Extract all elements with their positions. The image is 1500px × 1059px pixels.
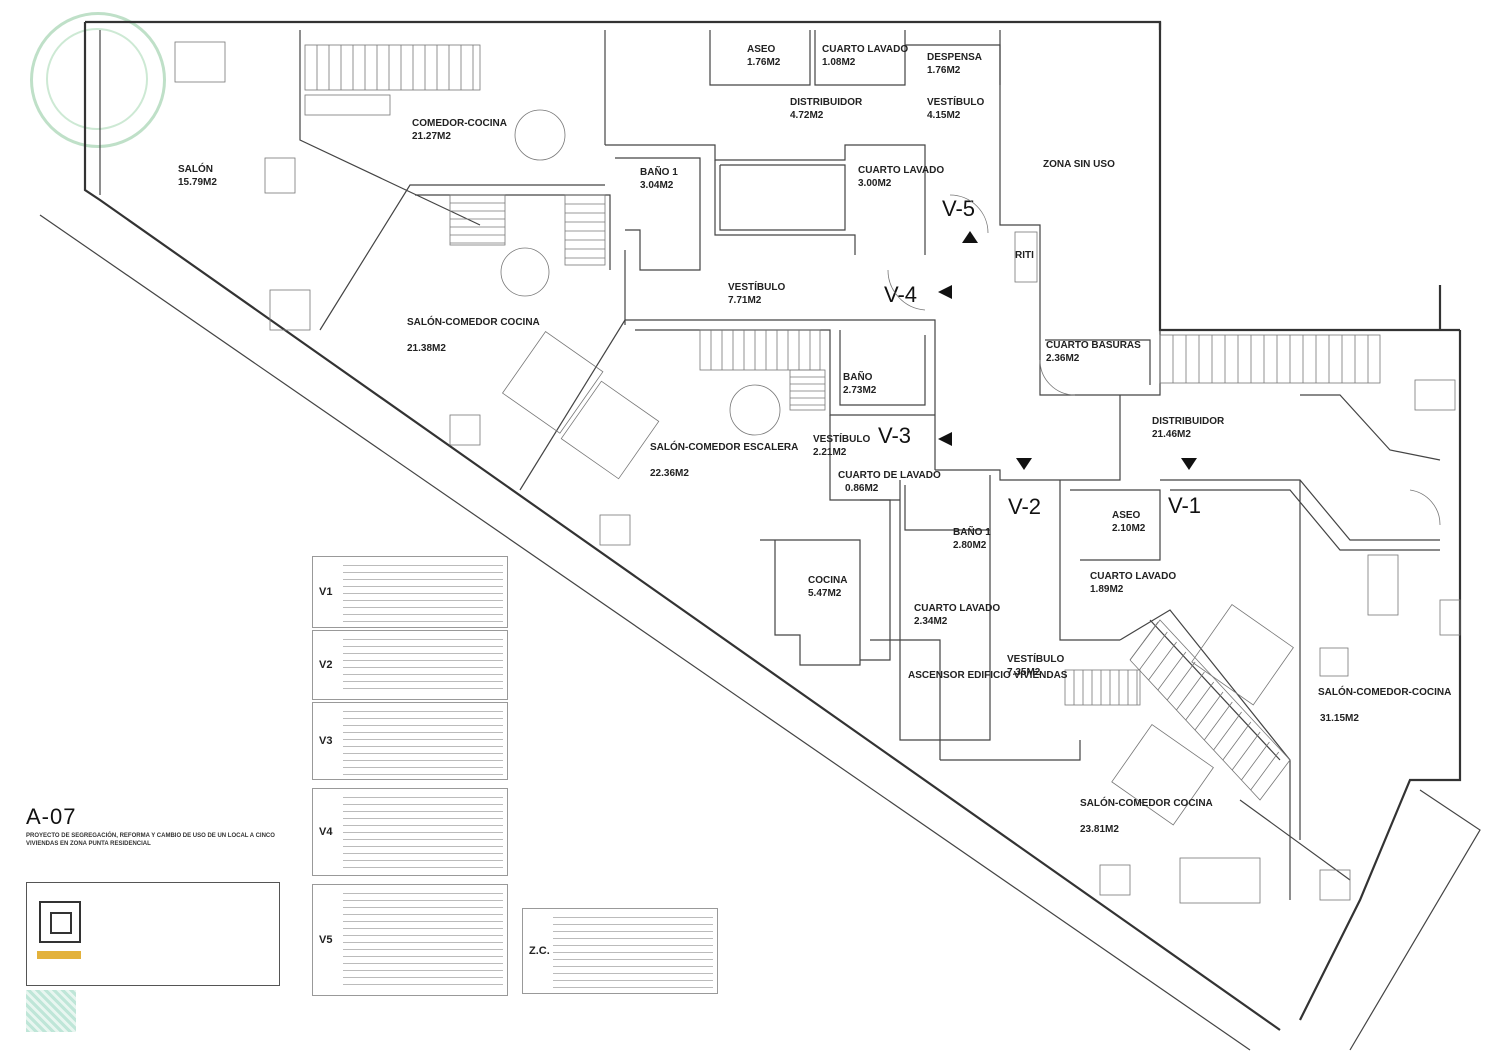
qr-code [26, 990, 76, 1032]
tag-v2: V-2 [1008, 494, 1041, 519]
tag-v4: V-4 [884, 282, 917, 307]
area-cuarto-lavado-mid: 3.00M2 [858, 178, 892, 189]
area-table-v3: V3 [312, 702, 508, 780]
label-vestibulo-small: VESTÍBULO [813, 432, 870, 445]
area-table-v1: V1 [312, 556, 508, 628]
area-salon-comedor-escalera: 22.36M2 [650, 468, 689, 479]
architect-logo [39, 901, 81, 943]
area-vestibulo-mid: 7.71M2 [728, 295, 762, 306]
area-salon-comedor-cocina-bottom: 23.81M2 [1080, 824, 1119, 835]
area-table-code: V4 [319, 826, 333, 838]
room-labels: SALÓN 15.79M2 COMEDOR-COCINA 21.27M2 ASE… [178, 44, 1451, 835]
area-vestibulo-top: 4.15M2 [927, 110, 961, 121]
area-aseo-top: 1.76M2 [747, 57, 781, 68]
label-vestibulo-top: VESTÍBULO [927, 95, 984, 108]
label-cuarto-basuras: CUARTO BASURAS [1046, 340, 1141, 351]
area-cuarto-lavado-top: 1.08M2 [822, 57, 856, 68]
label-cuarto-lavado-low: CUARTO LAVADO [914, 603, 1000, 614]
label-bano-mid: BAÑO [843, 370, 873, 383]
area-comedor-cocina: 21.27M2 [412, 131, 451, 142]
logo-accent [37, 951, 81, 959]
label-distribuidor-right: DISTRIBUIDOR [1152, 416, 1225, 427]
area-distribuidor-top: 4.72M2 [790, 110, 824, 121]
label-cuarto-lavado-mid: CUARTO LAVADO [858, 165, 944, 176]
label-aseo-low: ASEO [1112, 510, 1141, 521]
interior-walls [299, 30, 1441, 900]
label-aseo-top: ASEO [747, 44, 776, 55]
area-vestibulo-small: 2.21M2 [813, 447, 847, 458]
area-bano1-top: 3.04M2 [640, 180, 674, 191]
label-bano1-top: BAÑO 1 [640, 165, 678, 178]
area-table-v5: V5 [312, 884, 508, 996]
area-vestibulo-low: 7.35M2 [1007, 667, 1041, 678]
area-table-code: V1 [319, 586, 333, 598]
label-cuarto-lavado-top: CUARTO LAVADO [822, 44, 908, 55]
label-cuarto-de-lavado: CUARTO DE LAVADO [838, 470, 941, 481]
stair-treads [316, 45, 1369, 791]
area-table-v2: V2 [312, 630, 508, 700]
area-salon-comedor-cocina-right: 31.15M2 [1320, 713, 1359, 724]
approval-stamp [30, 12, 166, 148]
title-box [26, 882, 280, 986]
label-despensa: DESPENSA [927, 52, 982, 63]
area-bano-mid: 2.73M2 [843, 385, 877, 396]
area-cuarto-lavado-right: 1.89M2 [1090, 584, 1124, 595]
label-distribuidor-top: DISTRIBUIDOR [790, 97, 863, 108]
area-cuarto-lavado-low: 2.34M2 [914, 616, 948, 627]
approval-stamp-inner [46, 28, 148, 130]
marker-v4-icon [938, 285, 952, 299]
area-salon: 15.79M2 [178, 177, 217, 188]
tag-v3: V-3 [878, 423, 911, 448]
area-cocina: 5.47M2 [808, 588, 842, 599]
area-table-zc: Z.C. [522, 908, 718, 994]
label-cuarto-lavado-right: CUARTO LAVADO [1090, 571, 1176, 582]
area-table-code: Z.C. [529, 945, 550, 957]
label-bano1-low: BAÑO 1 [953, 525, 991, 538]
label-salon: SALÓN [178, 162, 213, 175]
sheet-code: A-07 [26, 804, 77, 829]
label-salon-comedor-escalera: SALÓN-COMEDOR ESCALERA [650, 440, 798, 453]
label-comedor-cocina: COMEDOR-COCINA [412, 118, 507, 129]
label-ascensor: ASCENSOR EDIFICIO VIVIENDAS [908, 670, 1068, 681]
area-table-code: V3 [319, 735, 333, 747]
sheet-title-block: A-07 PROYECTO DE SEGREGACIÓN, REFORMA Y … [26, 804, 286, 848]
tag-v5: V-5 [942, 196, 975, 221]
marker-v3-icon [938, 432, 952, 446]
area-table-v4: V4 [312, 788, 508, 876]
doors [887, 194, 1441, 526]
area-salon-comedor-cocina-left: 21.38M2 [407, 343, 446, 354]
marker-v5-icon [962, 231, 978, 243]
label-salon-comedor-cocina-bottom: SALÓN-COMEDOR COCINA [1080, 796, 1213, 809]
area-aseo-low: 2.10M2 [1112, 523, 1146, 534]
area-cuarto-basuras: 2.36M2 [1046, 353, 1080, 364]
furniture [174, 41, 1461, 904]
label-salon-comedor-cocina-right: SALÓN-COMEDOR-COCINA [1318, 685, 1451, 698]
label-salon-comedor-cocina-left: SALÓN-COMEDOR COCINA [407, 315, 540, 328]
marker-v1-icon [1181, 458, 1197, 470]
dwelling-tags: V-5 V-4 V-3 V-2 V-1 [878, 196, 1201, 519]
label-zona-sin-uso: ZONA SIN USO [1043, 159, 1115, 170]
label-cocina: COCINA [808, 575, 847, 586]
area-despensa: 1.76M2 [927, 65, 961, 76]
label-vestibulo-low: VESTÍBULO [1007, 652, 1064, 665]
marker-v2-icon [1016, 458, 1032, 470]
area-distribuidor-right: 21.46M2 [1152, 429, 1191, 440]
area-bano1-low: 2.80M2 [953, 540, 987, 551]
label-vestibulo-mid: VESTÍBULO [728, 280, 785, 293]
sheet-description: PROYECTO DE SEGREGACIÓN, REFORMA Y CAMBI… [26, 833, 275, 847]
area-cuarto-de-lavado: 0.86M2 [845, 483, 879, 494]
tag-v1: V-1 [1168, 493, 1201, 518]
area-table-code: V5 [319, 934, 333, 946]
label-riti: RITI [1015, 250, 1034, 261]
area-table-code: V2 [319, 659, 333, 671]
